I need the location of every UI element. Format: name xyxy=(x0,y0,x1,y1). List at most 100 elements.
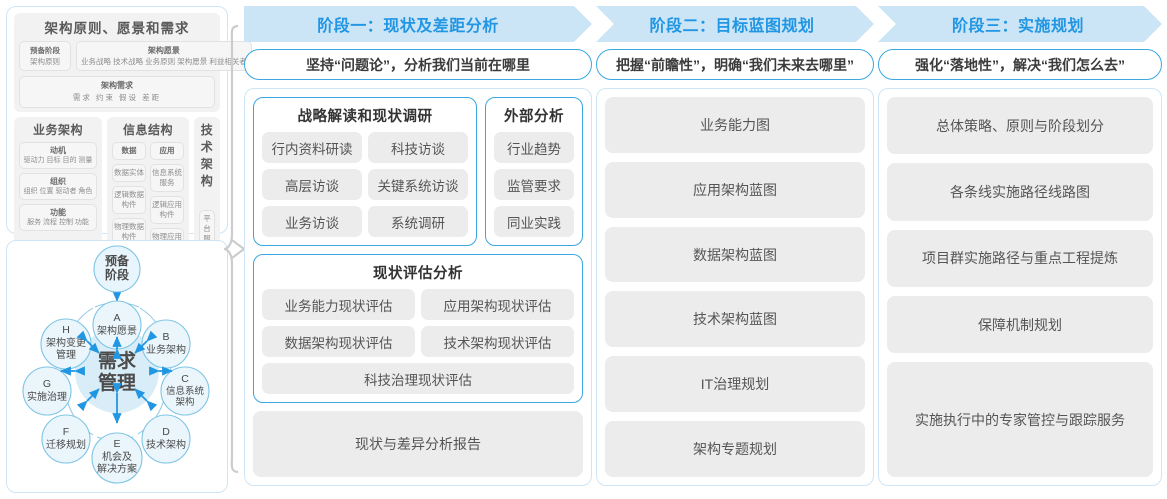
adm-node-g-label: 实施治理 xyxy=(27,390,67,403)
strategy-survey-item-2[interactable]: 高层访谈 xyxy=(262,169,362,200)
phase-3-banner-wrap: 阶段三：实施规划 xyxy=(878,6,1162,42)
phase-3-item-0[interactable]: 总体策略、原则与阶段划分 xyxy=(887,97,1153,155)
motivation-head: 动机 xyxy=(50,146,66,155)
phase-2-item-2[interactable]: 数据架构蓝图 xyxy=(605,226,865,283)
phase-2-item-5[interactable]: 架构专题规划 xyxy=(605,421,865,477)
assessment-item-1[interactable]: 应用架构现状评估 xyxy=(421,289,574,320)
adm-center-arrows xyxy=(60,330,173,424)
adm-node-c-circle xyxy=(160,366,210,416)
phase-2-subtitle[interactable]: 把握“前瞻性”，明确“我们未来去哪里” xyxy=(596,49,874,80)
function-label: 服务 流程 控制 功能 xyxy=(27,219,89,226)
organization-label: 组织 位置 驱动者 角色 xyxy=(23,188,93,195)
phase-3-body: 总体策略、原则与阶段划分 各条线实施路径线路图 项目群实施路径与重点工程提炼 保… xyxy=(878,88,1162,486)
information-subcolumns: 数据 数据实体 逻辑数据构件 物理数据构件 应用 信息系统服务 逻辑应用构件 物… xyxy=(112,142,184,256)
phase-2-item-1[interactable]: 应用架构蓝图 xyxy=(605,161,865,218)
adm-node-b-label: 业务架构 xyxy=(146,343,186,356)
phase-3-banner-shape xyxy=(878,6,1162,42)
architecture-requirement-box: 架构需求 需求 约束 假设 差距 xyxy=(19,76,215,108)
external-analysis-item-1[interactable]: 监管要求 xyxy=(494,169,574,200)
adm-node-f-key: F xyxy=(63,426,69,438)
information-structure-head: 信息结构 xyxy=(122,123,173,137)
phase-2: 阶段二：目标蓝图规划 把握“前瞻性”，明确“我们未来去哪里” 业务能力图 应用架… xyxy=(596,6,874,493)
phase-1-body: 战略解读和现状调研 行内资料研读 科技访谈 高层访谈 关键系统访谈 业务访谈 系… xyxy=(244,88,592,486)
adm-node-a-key: A xyxy=(113,312,120,324)
adm-node-preliminary-circle xyxy=(93,245,141,293)
adm-cycle-panel: 预备 阶段 需求 管理 A 架构愿景 B 业务架构 C xyxy=(6,240,228,493)
application-subcolumn: 应用 信息系统服务 逻辑应用构件 物理应用构件 xyxy=(150,142,184,256)
adm-node-preliminary-line2: 阶段 xyxy=(105,267,130,282)
scope-bracket xyxy=(224,24,246,474)
assessment-item-0[interactable]: 业务能力现状评估 xyxy=(262,289,415,320)
adm-node-f-label: 迁移规划 xyxy=(46,438,86,451)
architecture-vision-head: 架构愿景 xyxy=(147,46,180,55)
adm-node-h-key: H xyxy=(62,324,70,336)
adm-node-c-label-2: 架构 xyxy=(175,396,194,408)
current-state-assessment-items: 业务能力现状评估 应用架构现状评估 数据架构现状评估 技术架构现状评估 科技治理… xyxy=(262,289,574,394)
current-state-assessment-group: 现状评估分析 业务能力现状评估 应用架构现状评估 数据架构现状评估 技术架构现状… xyxy=(253,254,583,403)
strategy-survey-item-5[interactable]: 系统调研 xyxy=(368,206,468,237)
phase-3-item-3[interactable]: 保障机制规划 xyxy=(887,295,1153,354)
adm-node-g-circle xyxy=(22,366,72,416)
strategy-survey-item-0[interactable]: 行内资料研读 xyxy=(262,132,362,163)
adm-node-b-circle xyxy=(141,319,191,369)
phase-3-subtitle[interactable]: 强化“落地性”，解决“我们怎么去” xyxy=(878,49,1162,80)
togaf-content-framework-panel: 架构原则、愿景和需求 预备阶段 架构原则 架构愿景 业务战略 技术战略 业务原则… xyxy=(6,6,252,460)
phase-1-top-row: 战略解读和现状调研 行内资料研读 科技访谈 高层访谈 关键系统访谈 业务访谈 系… xyxy=(253,97,583,246)
application-header: 应用 xyxy=(150,142,184,160)
adm-center-line1: 需求 xyxy=(98,349,137,372)
phases-container: 阶段一：现状及差距分析 坚持“问题论”，分析我们当前在哪里 战略解读和现状调研 … xyxy=(244,6,1162,493)
strategy-survey-item-3[interactable]: 关键系统访谈 xyxy=(368,169,468,200)
adm-node-c-key: C xyxy=(181,373,189,385)
strategy-survey-item-1[interactable]: 科技访谈 xyxy=(368,132,468,163)
phase-1-banner-wrap: 阶段一：现状及差距分析 xyxy=(244,6,592,42)
phase-1-subtitle[interactable]: 坚持“问题论”，分析我们当前在哪里 xyxy=(244,49,592,80)
assessment-item-4[interactable]: 科技治理现状评估 xyxy=(262,363,574,394)
external-analysis-group: 外部分析 行业趋势 监管要求 同业实践 xyxy=(485,97,583,246)
phase-3-banner-text: 阶段三：实施规划 xyxy=(951,18,1084,35)
function-head: 功能 xyxy=(50,208,66,217)
architecture-vision-label: 业务战略 技术战略 业务原则 架构愿景 利益相关者 xyxy=(81,57,247,66)
application-cell-0: 信息系统服务 xyxy=(150,164,184,192)
external-analysis-item-2[interactable]: 同业实践 xyxy=(494,206,574,237)
adm-node-h-label-2: 管理 xyxy=(56,348,76,361)
assessment-item-3[interactable]: 技术架构现状评估 xyxy=(421,326,574,357)
adm-node-d-label: 技术架构 xyxy=(146,438,186,451)
togaf-panel-title: 架构原则、愿景和需求 xyxy=(44,21,190,36)
adm-node-h-label-1: 架构变更 xyxy=(46,336,86,349)
phase-2-banner-shape xyxy=(596,6,874,42)
phase-3-item-2[interactable]: 项目群实施路径与重点工程提炼 xyxy=(887,229,1153,287)
phase-2-body: 业务能力图 应用架构蓝图 数据架构蓝图 技术架构蓝图 IT治理规划 架构专题规划 xyxy=(596,88,874,486)
current-state-assessment-title: 现状评估分析 xyxy=(373,266,463,282)
phase-2-banner-wrap: 阶段二：目标蓝图规划 xyxy=(596,6,874,42)
assessment-item-2[interactable]: 数据架构现状评估 xyxy=(262,326,415,357)
adm-node-f-circle xyxy=(41,414,91,464)
phase-3-item-1[interactable]: 各条线实施路径线路图 xyxy=(887,163,1153,221)
phase-1-banner-text: 阶段一：现状及差距分析 xyxy=(317,18,499,35)
phase-1-banner-shape xyxy=(244,6,592,42)
phase-2-item-3[interactable]: 技术架构蓝图 xyxy=(605,291,865,348)
external-analysis-item-0[interactable]: 行业趋势 xyxy=(494,132,574,163)
external-analysis-title: 外部分析 xyxy=(504,109,564,125)
strategy-survey-group: 战略解读和现状调研 行内资料研读 科技访谈 高层访谈 关键系统访谈 业务访谈 系… xyxy=(253,97,477,246)
left-column: 架构原则、愿景和需求 预备阶段 架构原则 架构愿景 业务战略 技术战略 业务原则… xyxy=(6,6,252,493)
adm-node-g-key: G xyxy=(43,378,51,390)
adm-node-b-key: B xyxy=(162,331,169,343)
phase-3-item-4[interactable]: 实施执行中的专家管控与跟踪服务 xyxy=(887,362,1153,477)
phase-3: 阶段三：实施规划 强化“落地性”，解决“我们怎么去” 总体策略、原则与阶段划分 … xyxy=(878,6,1162,493)
phase-2-item-0[interactable]: 业务能力图 xyxy=(605,97,865,153)
data-cell-1: 逻辑数据构件 xyxy=(112,186,146,214)
adm-node-d-key: D xyxy=(162,426,170,438)
phase-2-item-4[interactable]: IT治理规划 xyxy=(605,356,865,413)
phase-2-banner-text: 阶段二：目标蓝图规划 xyxy=(649,18,815,35)
phase-1: 阶段一：现状及差距分析 坚持“问题论”，分析我们当前在哪里 战略解读和现状调研 … xyxy=(244,6,592,493)
adm-node-d-circle xyxy=(141,414,191,464)
preliminary-phase-head: 预备阶段 xyxy=(30,46,60,55)
organization-head: 组织 xyxy=(50,177,66,186)
technology-architecture-head: 技术架构 xyxy=(200,123,214,188)
function-box: 功能 服务 流程 控制 功能 xyxy=(19,204,97,231)
strategy-survey-item-4[interactable]: 业务访谈 xyxy=(262,206,362,237)
phase-1-report[interactable]: 现状与差异分析报告 xyxy=(253,411,583,477)
strategy-survey-title: 战略解读和现状调研 xyxy=(297,109,433,125)
adm-node-e-circle xyxy=(91,432,143,484)
